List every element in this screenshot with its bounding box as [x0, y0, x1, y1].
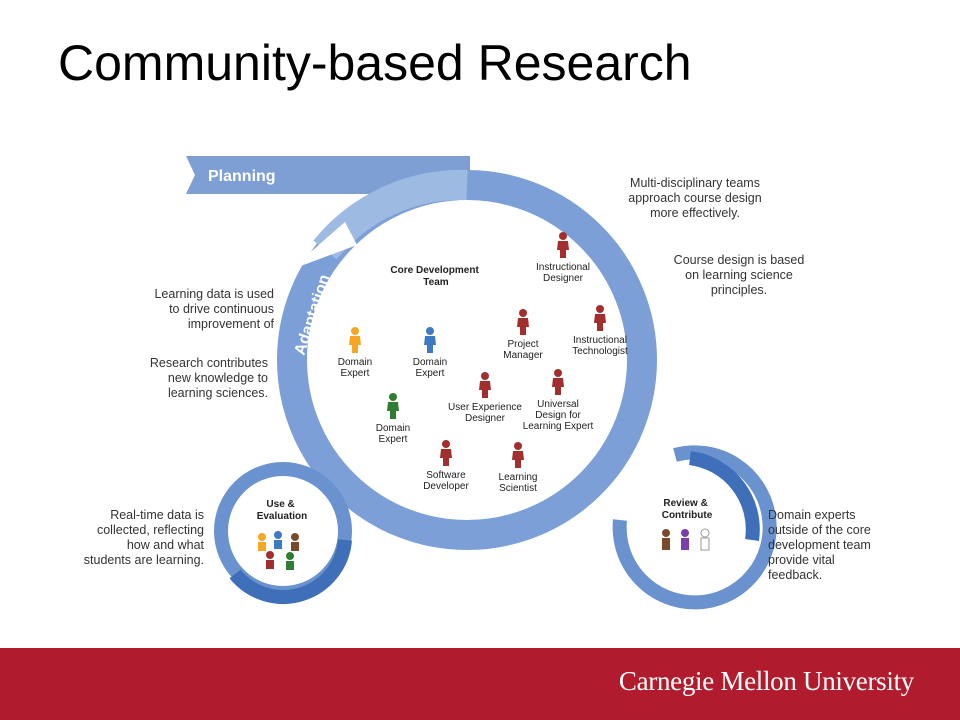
person-body-icon: [552, 378, 564, 395]
reviewers-icon: [662, 528, 710, 551]
role-label-line: Scientist: [499, 483, 537, 494]
planning-label: Planning: [208, 168, 276, 185]
person-head-icon: [481, 372, 489, 380]
svg-text:Review & Contribute: Review & Contribute: [662, 498, 713, 521]
role-label-line: Design for: [535, 410, 581, 421]
note-multi-disciplinary: Multi-disciplinary teams approach course…: [628, 176, 762, 220]
role-label-line: User Experience: [448, 402, 522, 413]
role-label-line: Domain: [376, 423, 410, 434]
person-body-icon: [594, 314, 606, 331]
use-eval-label-1: Use &: [266, 499, 294, 510]
person-body-icon: [512, 451, 524, 468]
person-head-icon: [351, 327, 359, 335]
role-label-line: Domain: [413, 357, 447, 368]
person-head-icon: [519, 309, 527, 317]
core-team-label-1: Core Development: [390, 265, 479, 276]
person-body-icon: [349, 336, 361, 353]
role-label-line: Designer: [543, 273, 584, 284]
role-label-line: Instructional: [573, 335, 627, 346]
person-head-icon: [554, 369, 562, 377]
svg-text:Core Development Team: Core Development Team: [390, 265, 481, 288]
use-eval-label-2: Evaluation: [257, 511, 308, 522]
role-label-line: Domain: [338, 357, 372, 368]
role-label-line: Project: [507, 339, 538, 350]
role-label-line: Software: [426, 470, 466, 481]
institution-wordmark: Carnegie Mellon University: [618, 666, 914, 696]
role-label-line: Technologist: [572, 346, 628, 357]
note-realtime-data: Real-time data is collected, reflecting …: [83, 508, 204, 567]
core-team-label-2: Team: [423, 277, 448, 288]
note-domain-experts: Domain experts outside of the core devel…: [768, 508, 871, 582]
role-label-line: Universal: [537, 399, 579, 410]
person-body-icon: [557, 241, 569, 258]
role-label-line: Expert: [416, 368, 445, 379]
person-body-icon: [440, 449, 452, 466]
note-research: Research contributes new knowledge to le…: [149, 356, 268, 400]
role-label-line: Learning Expert: [523, 421, 594, 432]
role-label-line: Expert: [341, 368, 370, 379]
use-evaluation-ring: Use & Evaluation: [214, 462, 352, 604]
role-label-line: Developer: [423, 481, 469, 492]
slide-title: Community-based Research: [58, 35, 692, 91]
person-head-icon: [426, 327, 434, 335]
person-body-icon: [479, 381, 491, 398]
person-body-icon: [517, 318, 529, 335]
person-head-icon: [442, 440, 450, 448]
person-head-icon: [389, 393, 397, 401]
person-head-icon: [596, 305, 604, 313]
role-label-line: Instructional: [536, 262, 590, 273]
note-course-design: Course design is based on learning scien…: [673, 253, 805, 297]
students-icon: [258, 531, 299, 570]
role-label-line: Designer: [465, 413, 506, 424]
person-body-icon: [387, 402, 399, 419]
role-label-line: Manager: [503, 350, 543, 361]
person-head-icon: [559, 232, 567, 240]
person-head-icon: [514, 442, 522, 450]
role-label-line: Learning: [499, 472, 538, 483]
review-label-2: Contribute: [662, 510, 713, 521]
role-label-line: Expert: [379, 434, 408, 445]
note-learning-data: Learning data is used to drive continuou…: [154, 287, 274, 331]
person-body-icon: [424, 336, 436, 353]
review-contribute-ring: Review & Contribute: [612, 445, 777, 610]
footer-bar: [0, 648, 960, 720]
review-label-1: Review &: [663, 498, 707, 509]
svg-text:Use & Evaluation: Use & Evaluation: [257, 499, 308, 522]
